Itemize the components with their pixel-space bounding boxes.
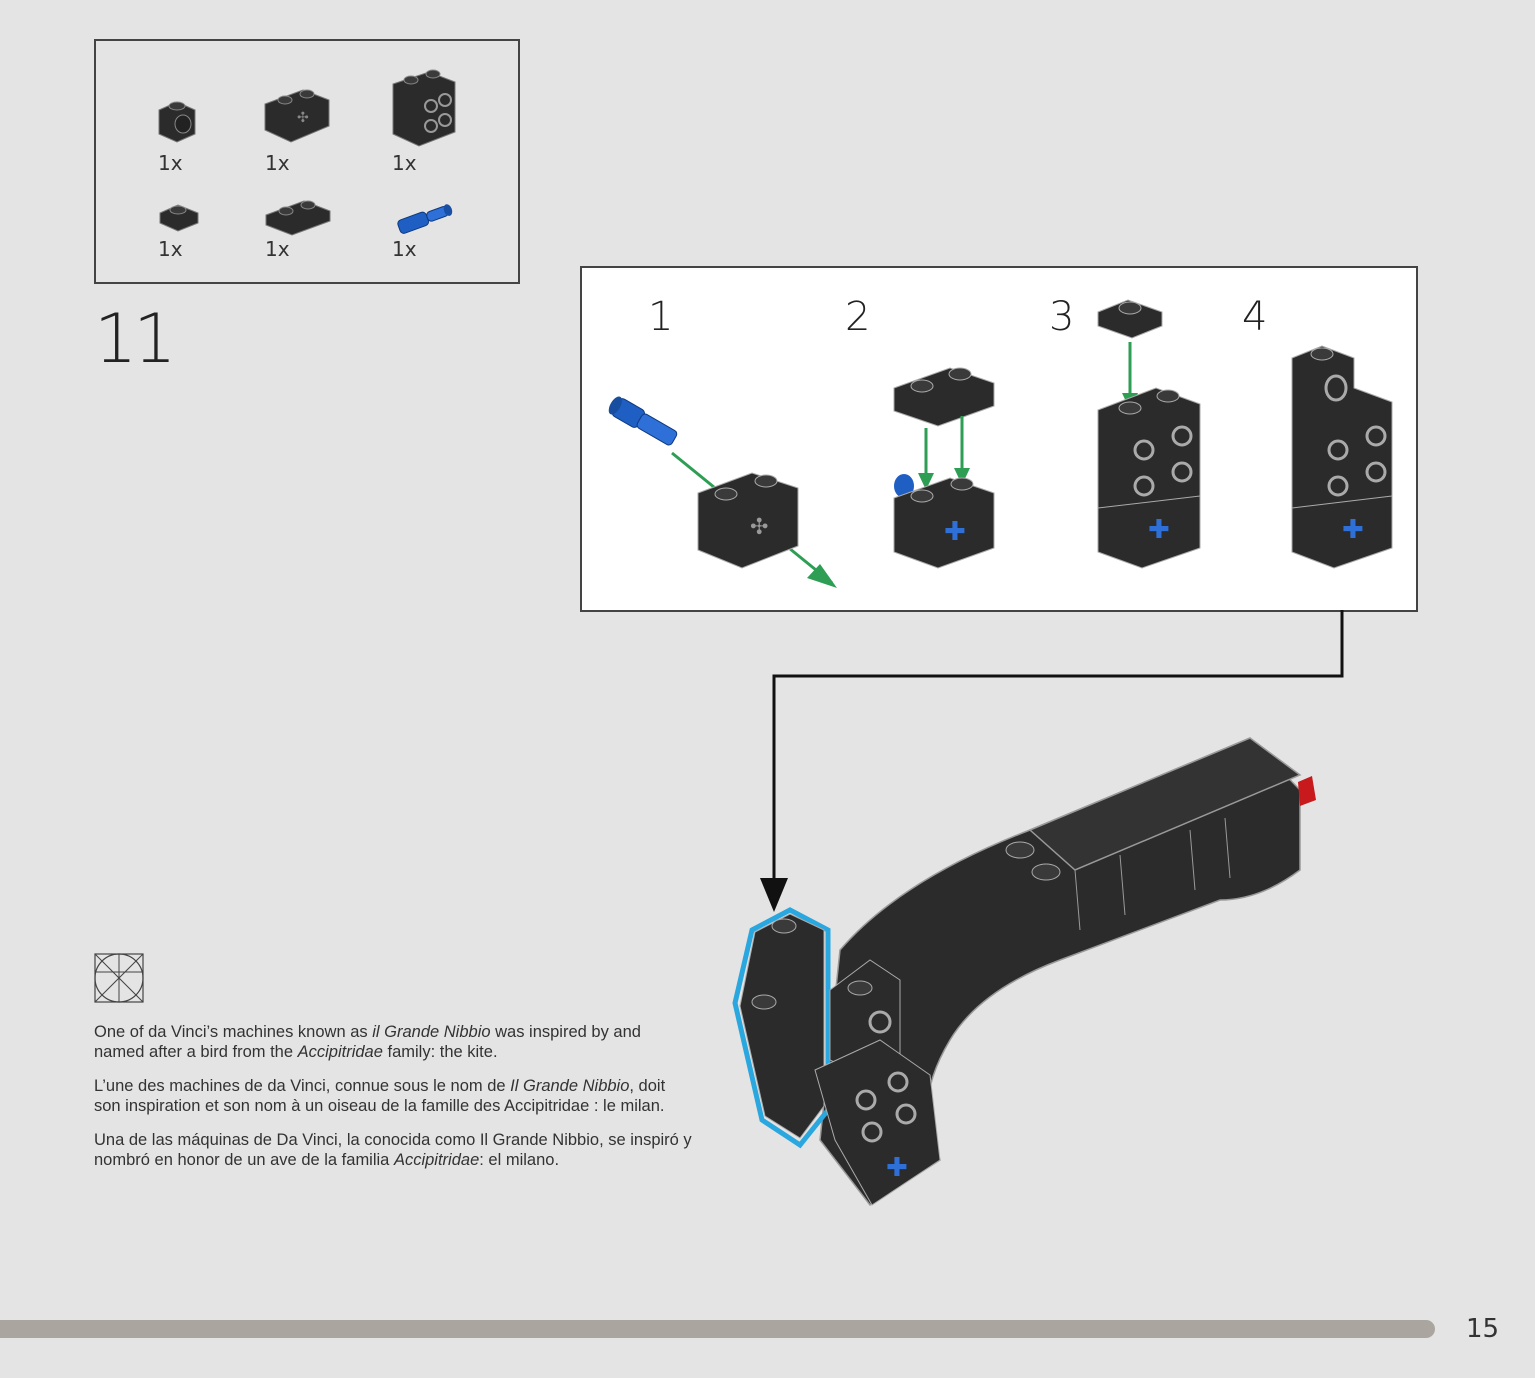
part-qty: 1x xyxy=(392,237,417,261)
parts-item-6 xyxy=(391,195,481,265)
part-qty: 1x xyxy=(265,151,290,175)
substep-callout: 1 2 3 4 ✣ xyxy=(580,266,1418,612)
substep-3-illustration: ✚ xyxy=(1097,299,1201,569)
technic-brick-1x1-icon xyxy=(158,101,196,143)
connector-arrowhead xyxy=(760,878,788,912)
svg-text:✚: ✚ xyxy=(1148,515,1170,545)
substep-number: 3 xyxy=(1049,294,1075,340)
substep-number: 4 xyxy=(1242,294,1268,340)
parts-item-5 xyxy=(262,195,352,265)
vitruvian-man-icon xyxy=(94,953,144,1003)
parts-item-1 xyxy=(151,96,241,166)
svg-text:✣: ✣ xyxy=(750,515,768,540)
page-footer-bar xyxy=(0,1320,1435,1338)
part-qty: 1x xyxy=(265,237,290,261)
blue-pin-icon xyxy=(397,204,453,234)
plate-1x2-icon xyxy=(265,200,331,236)
description-fr: L’une des machines de da Vinci, connue s… xyxy=(94,1077,666,1115)
svg-text:✚: ✚ xyxy=(886,1153,908,1183)
page-number: 15 xyxy=(1466,1314,1500,1344)
part-qty: 1x xyxy=(158,237,183,261)
plate-1x1-icon xyxy=(159,204,199,232)
description-en: One of da Vinci’s machines known as il G… xyxy=(94,1023,641,1061)
substep-number: 1 xyxy=(648,294,674,340)
parts-list-box: 1x ✣ 1x 1x 1x xyxy=(94,39,520,284)
description-es: Una de las máquinas de Da Vinci, la cono… xyxy=(94,1131,692,1169)
substep-1-illustration: ✣ xyxy=(608,396,837,588)
substep-4-illustration: ✚ xyxy=(1291,345,1393,569)
parts-item-3 xyxy=(389,68,479,147)
svg-text:✣: ✣ xyxy=(297,110,309,126)
substep-number: 2 xyxy=(845,294,871,340)
svg-text:✚: ✚ xyxy=(944,517,966,547)
connector-line xyxy=(772,610,1344,890)
part-qty: 1x xyxy=(392,151,417,175)
new-part-highlight xyxy=(732,907,831,1149)
parts-item-4 xyxy=(156,201,246,271)
substep-2-illustration: ✚ xyxy=(893,367,995,569)
parts-item-2: ✣ xyxy=(261,86,351,156)
svg-text:✚: ✚ xyxy=(1342,515,1364,545)
step-number: 11 xyxy=(94,300,177,379)
part-qty: 1x xyxy=(158,151,183,175)
brick-2x2-side-studs-icon xyxy=(392,69,456,147)
technic-brick-1x2-axle-icon: ✣ xyxy=(264,89,330,143)
red-tip xyxy=(1298,776,1316,806)
substep-illustrations: ✣ ✚ xyxy=(608,299,1393,588)
